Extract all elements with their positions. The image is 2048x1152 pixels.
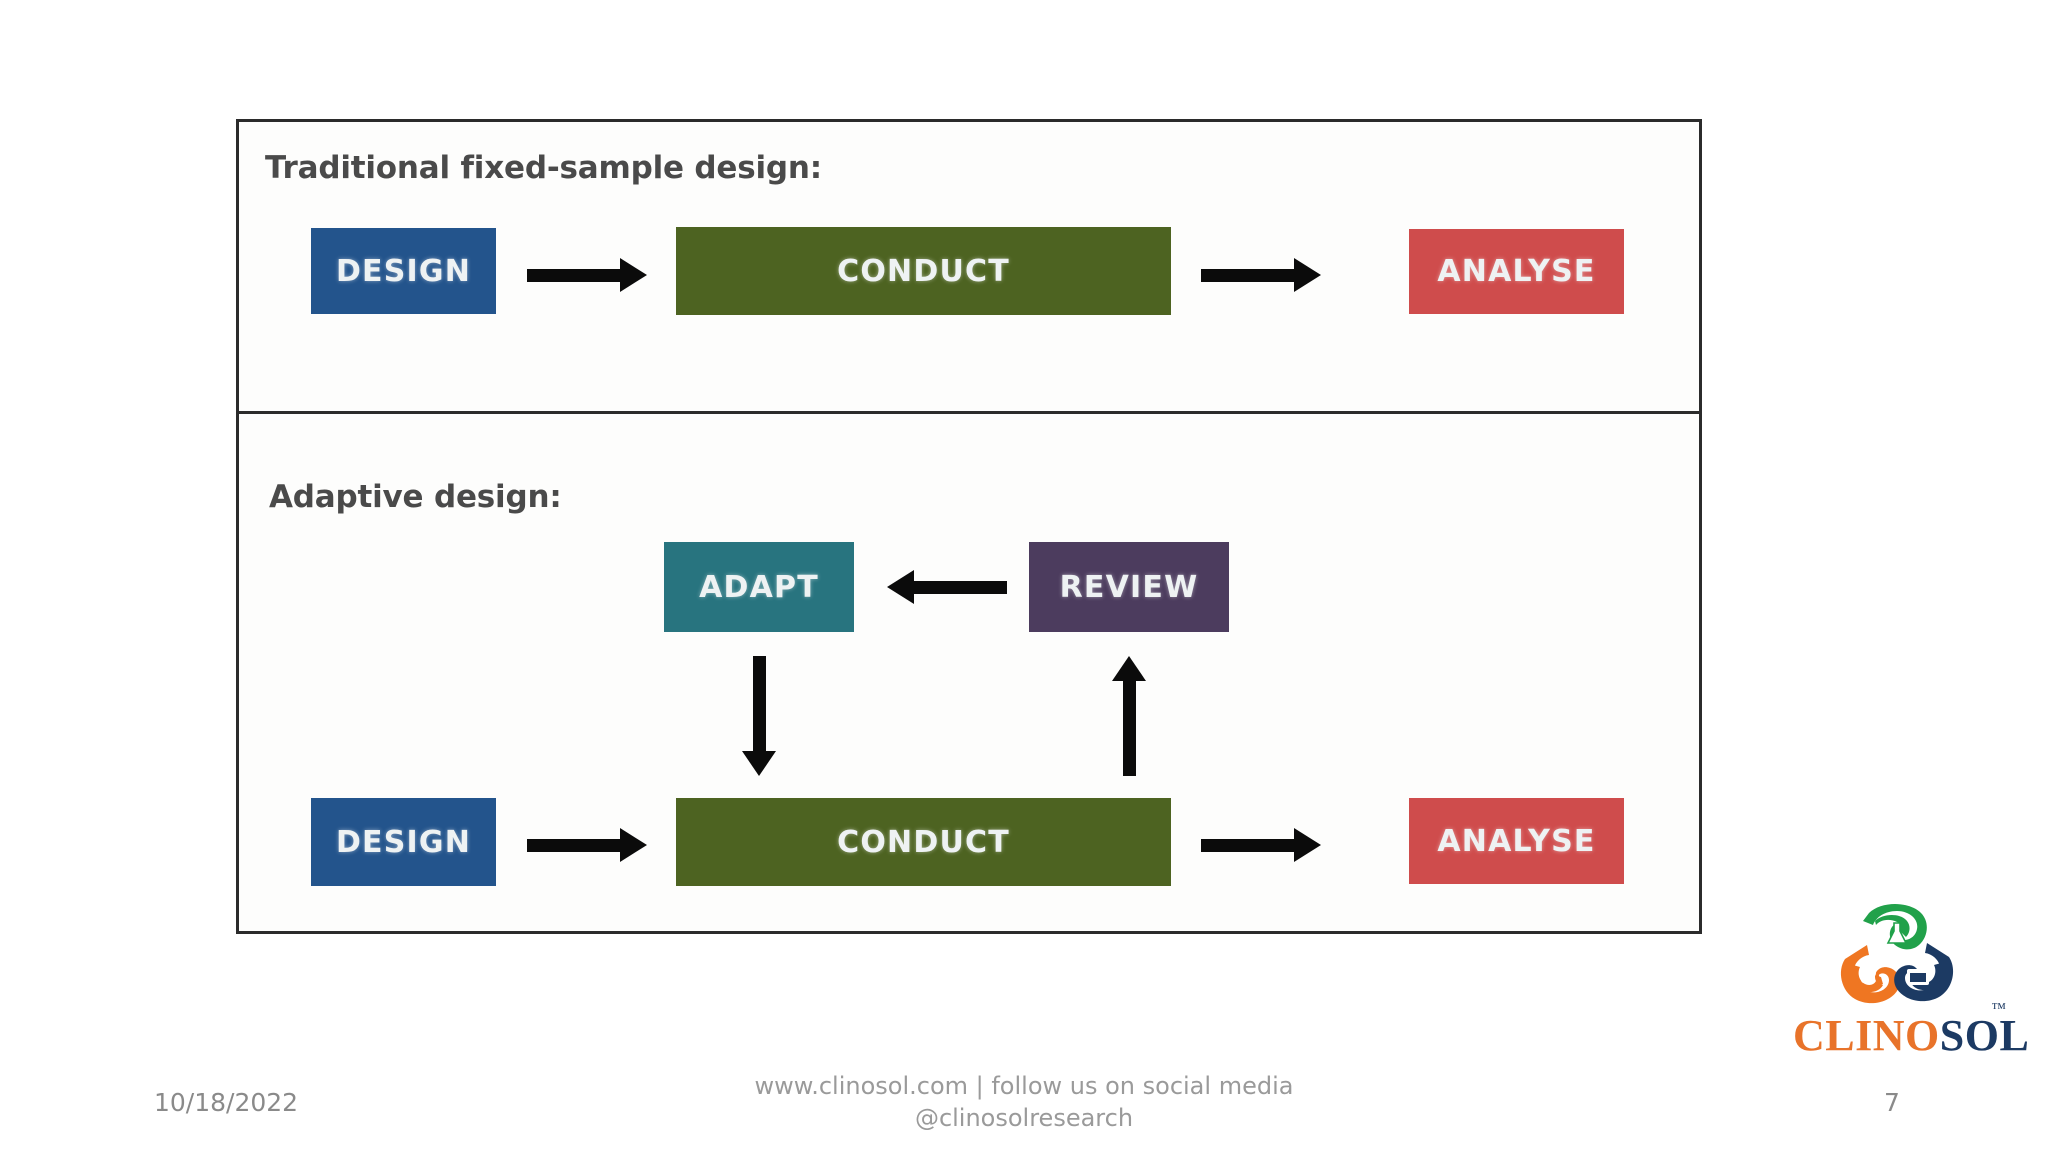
arrow-conduct-to-analyse-adaptive bbox=[1201, 828, 1321, 862]
arrow-shaft bbox=[527, 269, 621, 282]
box-label: REVIEW bbox=[1059, 569, 1199, 605]
box-conduct-traditional[interactable]: CONDUCT bbox=[676, 227, 1171, 315]
arrow-adapt-to-conduct bbox=[742, 656, 776, 776]
clinosol-logo: ™ CLINOSOL bbox=[1793, 903, 2029, 1063]
footer-credit-line2: @clinosolresearch bbox=[914, 1104, 1134, 1132]
arrow-design-to-conduct-traditional bbox=[527, 258, 647, 292]
box-label: DESIGN bbox=[335, 253, 472, 289]
box-label: CONDUCT bbox=[837, 253, 1010, 289]
box-design-traditional[interactable]: DESIGN bbox=[311, 228, 496, 314]
panel-title-adaptive: Adaptive design: bbox=[269, 479, 562, 515]
arrow-shaft bbox=[1123, 680, 1136, 776]
page-number: 7 bbox=[1884, 1088, 1900, 1117]
box-conduct-adaptive[interactable]: CONDUCT bbox=[676, 798, 1171, 886]
arrow-head bbox=[620, 828, 647, 862]
panel-adaptive-design: Adaptive design: ADAPT REVIEW bbox=[239, 414, 1699, 931]
arrow-design-to-conduct-adaptive bbox=[527, 828, 647, 862]
arrow-review-to-adapt bbox=[887, 570, 1007, 604]
box-analyse-traditional[interactable]: ANALYSE bbox=[1409, 229, 1624, 314]
box-design-adaptive[interactable]: DESIGN bbox=[311, 798, 496, 886]
arrow-conduct-to-analyse-traditional bbox=[1201, 258, 1321, 292]
arrow-conduct-to-review bbox=[1112, 656, 1146, 776]
arrow-head bbox=[742, 751, 776, 776]
process-diagram: Traditional fixed-sample design: DESIGN … bbox=[236, 119, 1702, 934]
arrow-head bbox=[1112, 656, 1146, 681]
footer-date: 10/18/2022 bbox=[154, 1088, 299, 1117]
footer-credit-line1: www.clinosol.com | follow us on social m… bbox=[754, 1072, 1294, 1100]
box-label: ANALYSE bbox=[1437, 254, 1596, 289]
arrow-head bbox=[1294, 258, 1321, 292]
panel-traditional-design: Traditional fixed-sample design: DESIGN … bbox=[239, 122, 1699, 414]
arrow-shaft bbox=[527, 839, 621, 852]
box-label: ANALYSE bbox=[1437, 823, 1596, 859]
box-review[interactable]: REVIEW bbox=[1029, 542, 1229, 632]
three-hands-logo-icon bbox=[1840, 904, 1954, 1004]
box-adapt[interactable]: ADAPT bbox=[664, 542, 854, 632]
logo-wordmark: CLINOSOL bbox=[1793, 1010, 2029, 1061]
panel-title-traditional: Traditional fixed-sample design: bbox=[265, 150, 822, 186]
arrow-head bbox=[620, 258, 647, 292]
arrow-head bbox=[887, 570, 914, 604]
footer-credit: www.clinosol.com | follow us on social m… bbox=[0, 1070, 2048, 1134]
arrow-head bbox=[1294, 828, 1321, 862]
arrow-shaft bbox=[1201, 839, 1295, 852]
box-label: DESIGN bbox=[335, 824, 472, 860]
box-label: ADAPT bbox=[699, 569, 819, 605]
arrow-shaft bbox=[1201, 269, 1295, 282]
box-analyse-adaptive[interactable]: ANALYSE bbox=[1409, 798, 1624, 884]
arrow-shaft bbox=[753, 656, 766, 752]
trademark-symbol: ™ bbox=[1991, 1001, 2006, 1017]
logo-word-sol: SOL bbox=[1939, 1011, 2030, 1060]
logo-word-clino: CLINO bbox=[1793, 1011, 1940, 1060]
box-label: CONDUCT bbox=[837, 824, 1010, 860]
arrow-shaft bbox=[913, 581, 1007, 594]
